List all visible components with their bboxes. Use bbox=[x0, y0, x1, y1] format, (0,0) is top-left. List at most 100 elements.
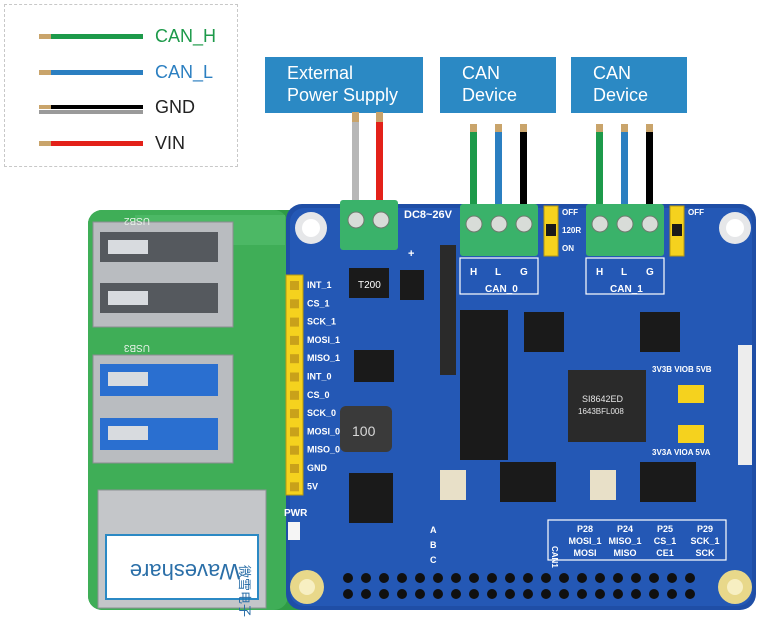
pin-label: INT_0 bbox=[307, 372, 332, 382]
power-wires bbox=[352, 112, 383, 206]
gpio-pin bbox=[379, 589, 389, 599]
callout-can0-line1: CAN bbox=[462, 63, 501, 83]
can-device-0-callout: CAN Device bbox=[440, 57, 556, 113]
header-pin bbox=[290, 427, 299, 437]
can-h-wire-swatch bbox=[39, 34, 143, 39]
vioa-jumper bbox=[678, 425, 704, 443]
pin-label: MOSI_1 bbox=[307, 335, 340, 345]
header-pin bbox=[290, 354, 299, 364]
external-power-supply-callout: External Power Supply bbox=[265, 57, 423, 113]
isolator-chip bbox=[568, 370, 646, 442]
table-cell: P25 bbox=[657, 524, 673, 534]
table-cell: SCK_1 bbox=[690, 536, 719, 546]
usb3-silk-label: USB3 bbox=[123, 342, 150, 353]
can0-termination-jumper bbox=[543, 205, 559, 257]
header-pin bbox=[290, 335, 299, 345]
legend-item-can-h: CAN_H bbox=[29, 25, 229, 49]
gpio-pin bbox=[361, 573, 371, 583]
gpio-pin bbox=[343, 589, 353, 599]
gpio-pin bbox=[523, 573, 533, 583]
gpio-pin bbox=[541, 573, 551, 583]
abc-label-a: A bbox=[430, 525, 437, 535]
gpio-pin bbox=[487, 589, 497, 599]
jumper1-off-label: OFF bbox=[688, 208, 704, 217]
legend-label-can-l: CAN_L bbox=[155, 62, 214, 82]
mount-hole-br-center bbox=[727, 579, 743, 595]
can0-g-label: G bbox=[520, 267, 528, 278]
regulator-label: T200 bbox=[358, 280, 381, 291]
gpio-pin bbox=[433, 573, 443, 583]
pin-label: CS_1 bbox=[307, 298, 330, 308]
vin-wire-swatch bbox=[39, 141, 143, 146]
gpio-pin bbox=[667, 573, 677, 583]
legend-label-gnd: GND bbox=[155, 97, 195, 117]
can0-label: CAN_0 bbox=[485, 284, 518, 295]
gpio-pin bbox=[487, 573, 497, 583]
pin-label: MISO_1 bbox=[307, 353, 340, 363]
can-device-1-callout: CAN Device bbox=[571, 57, 687, 113]
usb3-port bbox=[92, 354, 234, 464]
can0-terminal-block bbox=[460, 204, 538, 256]
gpio-pin bbox=[451, 589, 461, 599]
callout-can1-line2: Device bbox=[593, 85, 649, 105]
inductor-label: 100 bbox=[352, 423, 376, 439]
can1-wires bbox=[596, 124, 653, 208]
inductor bbox=[340, 406, 392, 452]
gpio-pin bbox=[397, 573, 407, 583]
pin-label: GND bbox=[307, 463, 328, 473]
gpio-pin bbox=[415, 589, 425, 599]
gpio-pin bbox=[613, 573, 623, 583]
viob-label: 3V3B VIOB 5VB bbox=[652, 365, 712, 374]
table-cell: CE1 bbox=[656, 548, 674, 558]
pin-label-column: INT_1CS_1SCK_1MOSI_1MISO_1INT_0CS_0SCK_0… bbox=[290, 280, 340, 492]
wire-legend: CAN_H CAN_L GND VIN bbox=[4, 4, 238, 167]
table-cell: P24 bbox=[617, 524, 633, 534]
legend-item-gnd: GND bbox=[29, 96, 229, 120]
pin-label: INT_1 bbox=[307, 280, 332, 290]
pin-label: SCK_0 bbox=[307, 408, 336, 418]
gpio-pin bbox=[451, 573, 461, 583]
gpio-pin bbox=[343, 573, 353, 583]
gpio-pin bbox=[397, 589, 407, 599]
waveshare-brand-text: Waveshare bbox=[130, 559, 240, 584]
gpio-pin bbox=[559, 573, 569, 583]
gpio-pin bbox=[523, 589, 533, 599]
jumper0-120r-label: 120R bbox=[562, 226, 581, 235]
gpio-pin bbox=[685, 589, 695, 599]
gpio-pin bbox=[595, 573, 605, 583]
gpio-pin bbox=[649, 589, 659, 599]
gpio-pin bbox=[595, 589, 605, 599]
pwr-label: PWR bbox=[284, 508, 308, 519]
dc-input-label: DC8~26V bbox=[404, 209, 453, 221]
gpio-pin bbox=[361, 589, 371, 599]
table-side-label: CAN1 bbox=[550, 546, 559, 568]
can1-h-label: H bbox=[596, 267, 603, 278]
header-pin bbox=[290, 482, 299, 492]
pin-label: MISO_0 bbox=[307, 445, 340, 455]
header-pin bbox=[290, 445, 299, 455]
gnd-wire-swatch bbox=[39, 105, 143, 109]
gpio-pin bbox=[433, 589, 443, 599]
transceiver-chip-1 bbox=[640, 312, 680, 352]
pin-label: CS_0 bbox=[307, 390, 330, 400]
usb2-port bbox=[92, 221, 234, 328]
power-terminal-block bbox=[340, 200, 398, 250]
waveshare-chinese-text: 微雪电子 bbox=[236, 565, 251, 617]
header-pin bbox=[290, 372, 299, 382]
pin-label: SCK_1 bbox=[307, 317, 336, 327]
header-pin bbox=[290, 464, 299, 473]
abc-label-b: B bbox=[430, 540, 437, 550]
ethernet-port bbox=[97, 489, 267, 609]
legend-label-can-h: CAN_H bbox=[155, 26, 217, 46]
gpio-pin bbox=[631, 589, 641, 599]
gpio-pin bbox=[631, 573, 641, 583]
gpio-pin bbox=[415, 573, 425, 583]
abc-label-c: C bbox=[430, 555, 437, 565]
gpio-pin bbox=[649, 573, 659, 583]
can0-h-label: H bbox=[470, 267, 477, 278]
jumper0-on-label: ON bbox=[562, 244, 574, 253]
can1-termination-jumper bbox=[669, 205, 685, 257]
gpio-pin bbox=[505, 589, 515, 599]
table-cell: MOSI_1 bbox=[568, 536, 601, 546]
mount-hole-bl-center bbox=[299, 579, 315, 595]
